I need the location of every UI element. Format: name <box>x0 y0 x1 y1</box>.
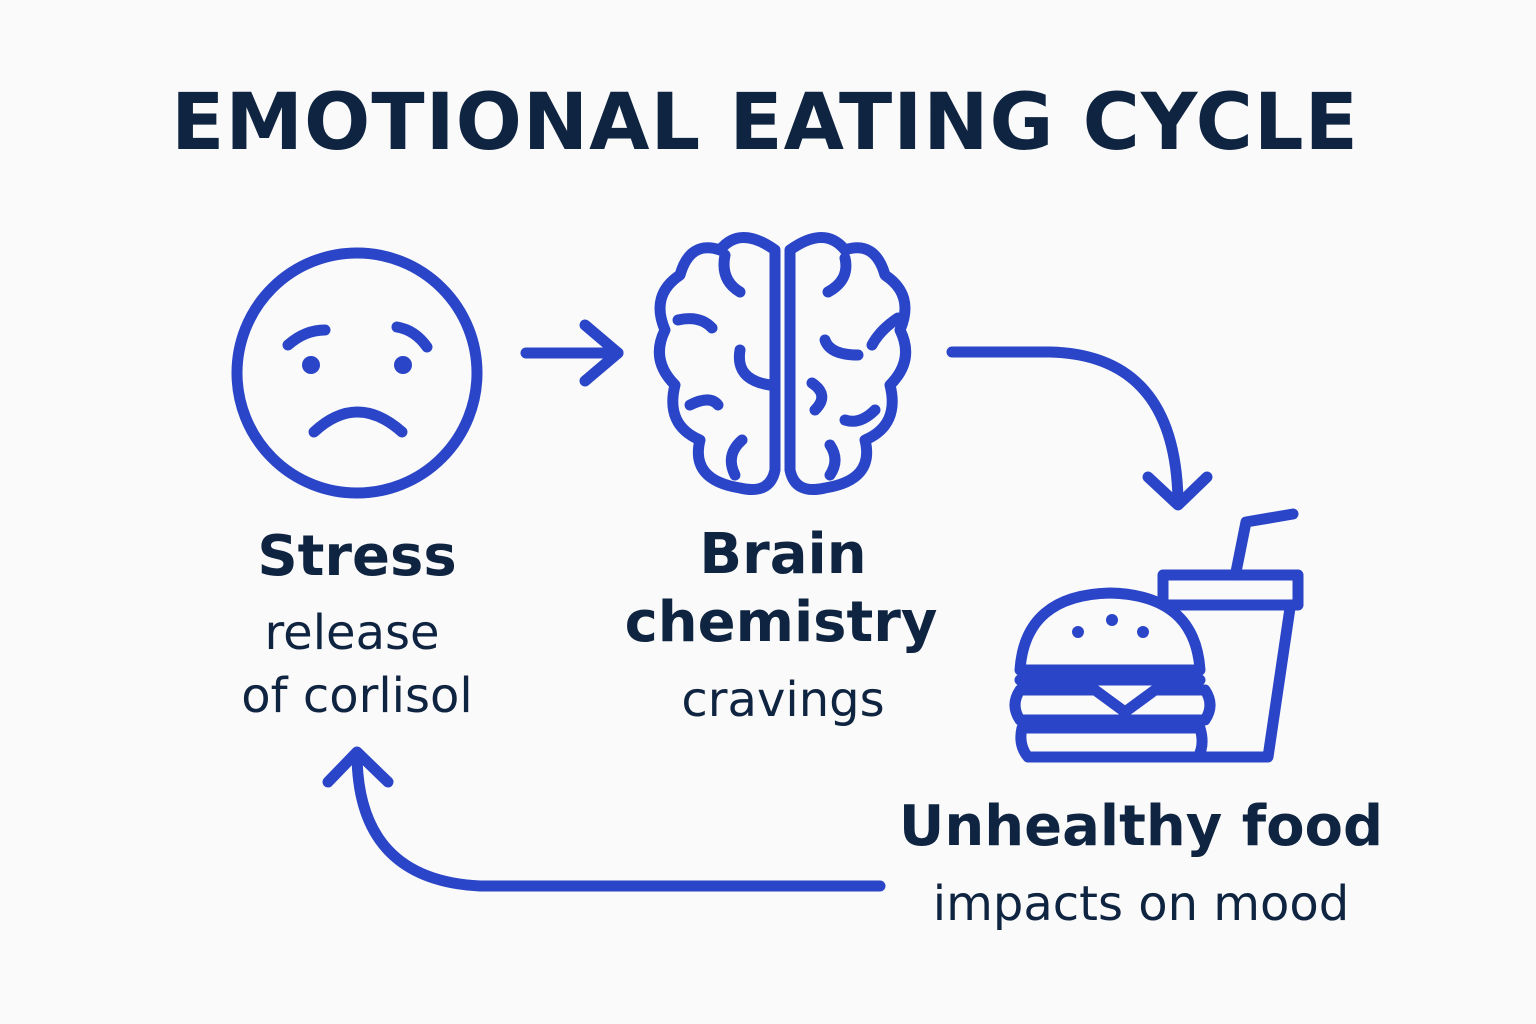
fast-food-icon <box>1009 508 1304 763</box>
stress-sub-1: release <box>264 605 440 661</box>
arrow-food-to-stress-icon <box>322 746 886 892</box>
brain-label-2: chemistry <box>624 590 938 655</box>
stress-label: Stress <box>257 524 457 589</box>
diagram-title: EMOTIONAL EATING CYCLE <box>171 78 1359 168</box>
food-label: Unhealthy food <box>898 794 1384 859</box>
arrow-brain-to-food-icon <box>946 346 1213 511</box>
brain-sub: cravings <box>681 672 885 728</box>
food-sub: impacts on mood <box>932 876 1350 932</box>
stress-sub-2: of corlisol <box>241 668 473 724</box>
brain-label-1: Brain <box>699 522 867 587</box>
sad-face-icon <box>231 247 483 499</box>
arrow-stress-to-brain-icon <box>520 319 624 387</box>
brain-icon <box>653 232 912 495</box>
